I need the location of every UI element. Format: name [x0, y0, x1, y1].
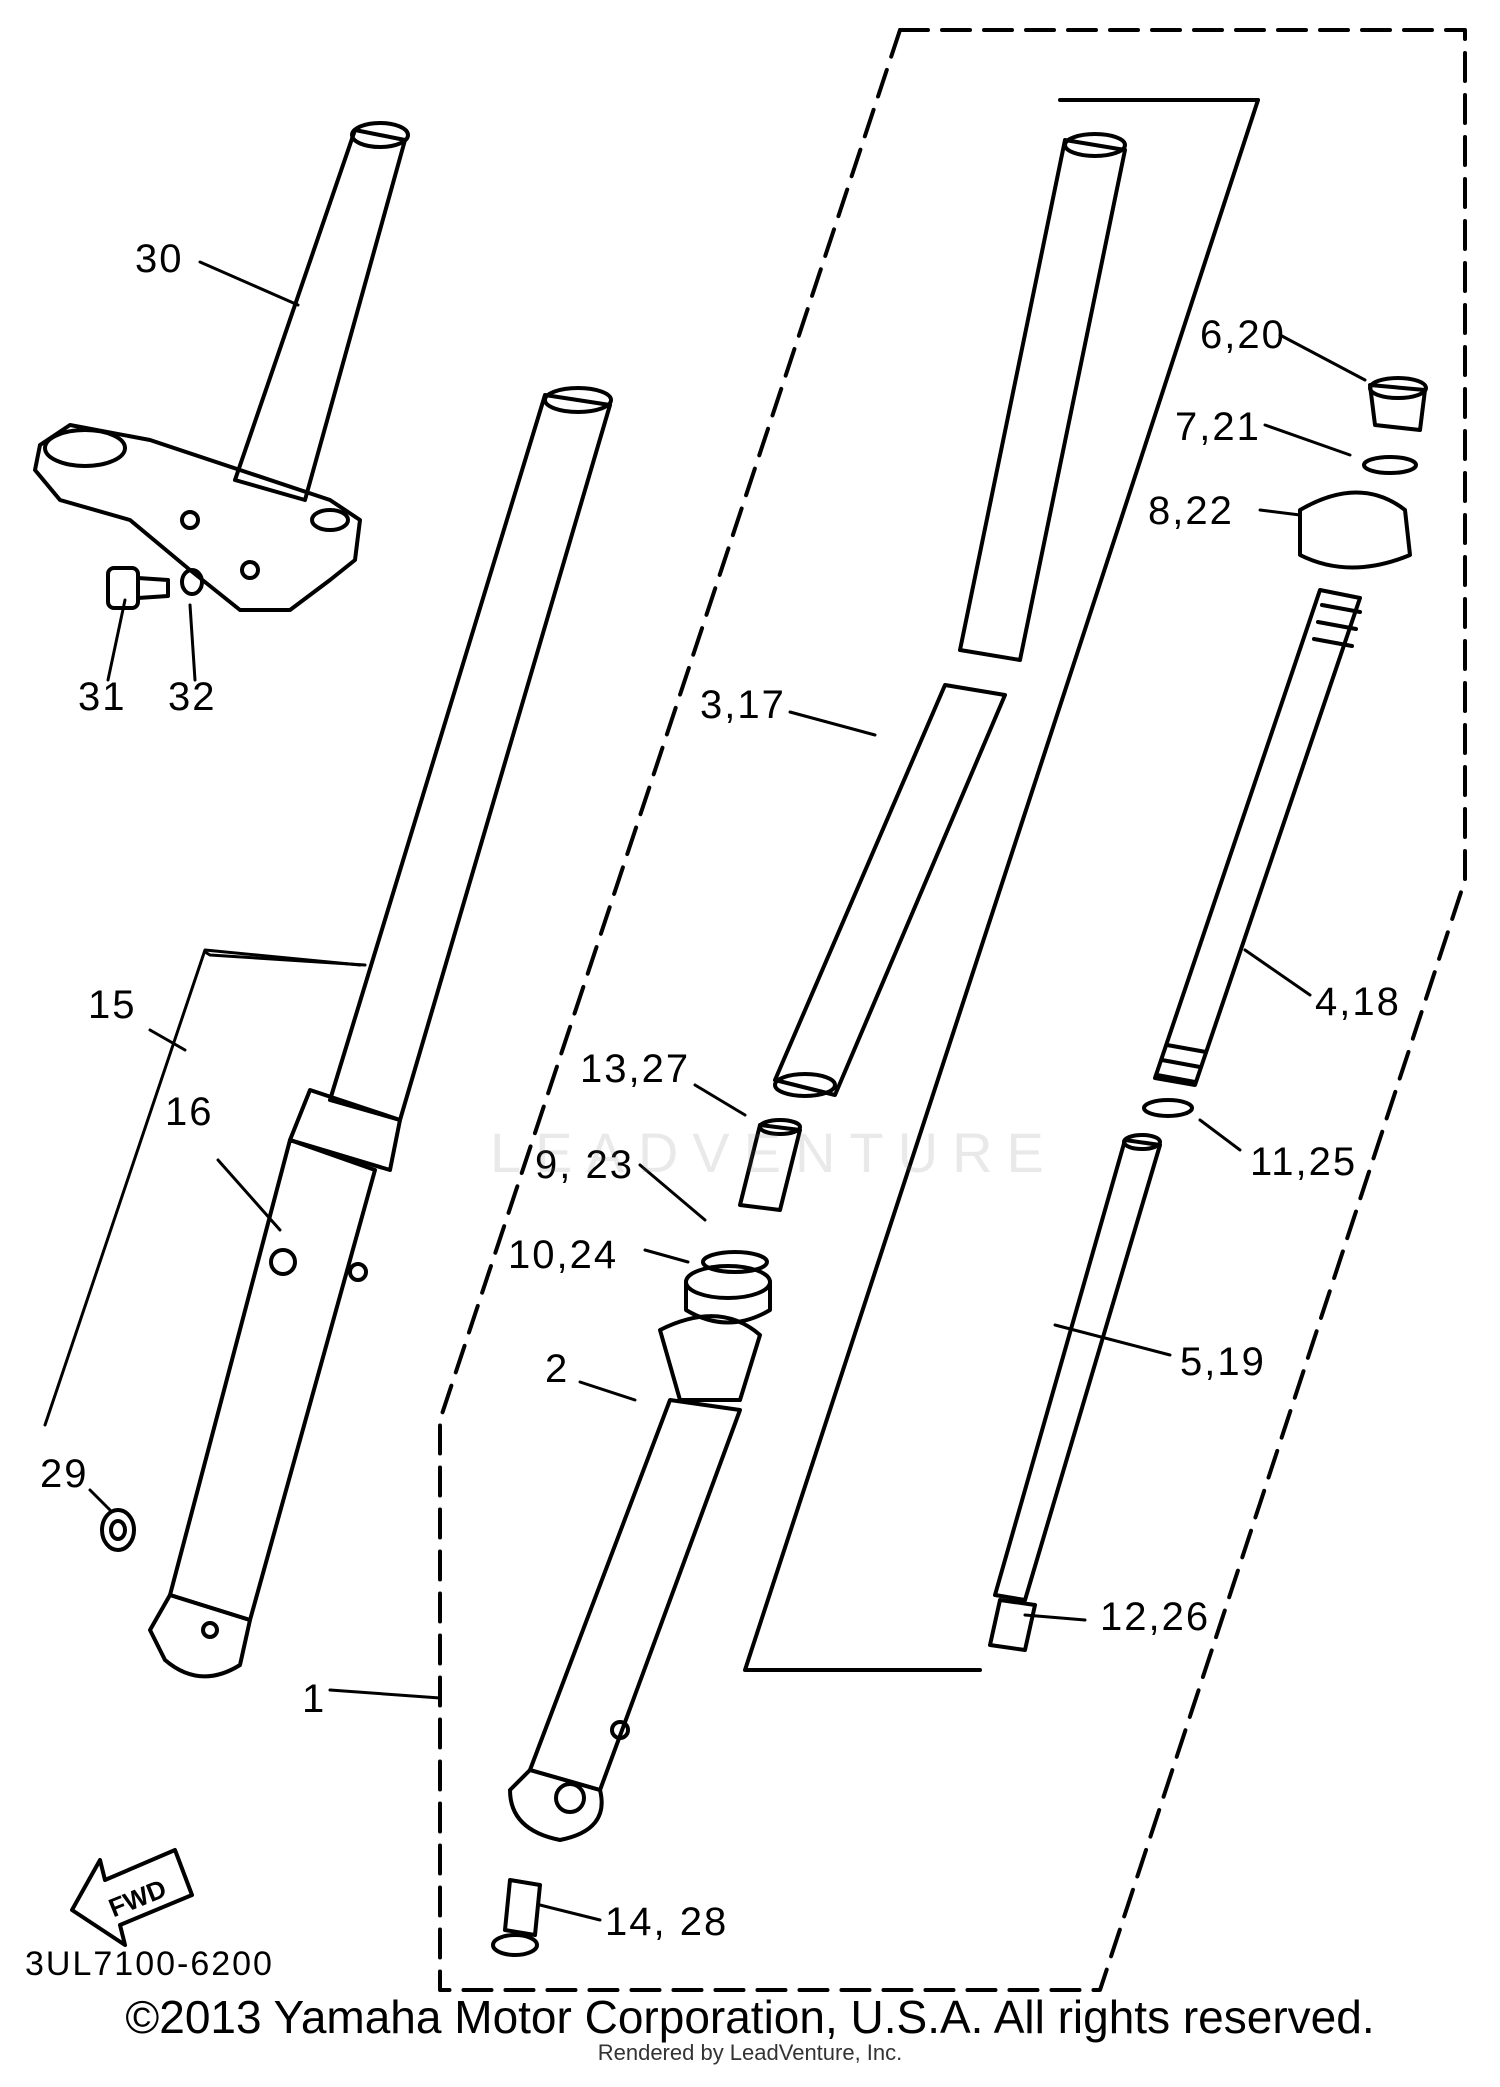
outer-tube [508, 1314, 762, 1842]
part-code: 3UL7100-6200 [25, 1945, 274, 1983]
washer-29 [100, 1508, 136, 1552]
watermark: LEADVENTURE [490, 1121, 1058, 1184]
assembly-dashed-boundary [438, 28, 1467, 1992]
spacer-13 [738, 1118, 802, 1212]
callout-31: 31 [78, 675, 127, 719]
rendered-by-notice: Rendered by LeadVenture, Inc. [597, 2040, 903, 2065]
callout-3-17: 3,17 [700, 683, 786, 727]
cap-8 [1298, 490, 1412, 570]
fwd-arrow-icon: FWD [70, 1848, 194, 1947]
bracket-15 [43, 948, 362, 1427]
damper-rod [993, 1133, 1162, 1602]
callout-12-26: 12,26 [1100, 1595, 1210, 1639]
leader-lines [88, 260, 1367, 1922]
callout-30: 30 [135, 237, 184, 281]
bolt-31 [106, 566, 170, 610]
callout-11-25: 11,25 [1250, 1140, 1357, 1184]
callout-29: 29 [40, 1452, 89, 1496]
inner-tube [773, 132, 1127, 1098]
callout-9-23: 9, 23 [535, 1143, 634, 1187]
washer-32 [180, 568, 204, 596]
clip-9 [701, 1250, 769, 1274]
callout-6-20: 6,20 [1200, 313, 1286, 357]
rebound-spring [988, 1598, 1037, 1652]
oil-seal-10 [684, 1264, 772, 1325]
callout-8-22: 8,22 [1148, 489, 1234, 533]
cap-bolt-6 [1368, 376, 1428, 432]
callout-4-18: 4,18 [1315, 980, 1401, 1024]
callout-1: 1 [302, 1677, 326, 1721]
callout-7-21: 7,21 [1175, 405, 1261, 449]
callout-14-28: 14, 28 [605, 1900, 728, 1944]
callout-13-27: 13,27 [580, 1047, 690, 1091]
callout-32: 32 [168, 675, 217, 719]
callout-2: 2 [545, 1347, 569, 1391]
callout-16: 16 [165, 1090, 214, 1134]
left-fork-tube [148, 386, 613, 1679]
steering-stem-bracket [33, 121, 410, 612]
fork-spring [1153, 588, 1362, 1087]
circlip-11 [1142, 1098, 1194, 1118]
assembly-dashed-boundary-left [438, 28, 902, 1422]
copyright-notice: ©2013 Yamaha Motor Corporation, U.S.A. A… [125, 1991, 1375, 2043]
o-ring-7 [1362, 455, 1418, 475]
callout-5-19: 5,19 [1180, 1340, 1266, 1384]
bolt-14 [491, 1878, 542, 1957]
callout-15: 15 [88, 983, 137, 1027]
callout-10-24: 10,24 [508, 1233, 618, 1277]
inner-bracket-box [743, 98, 1260, 1672]
